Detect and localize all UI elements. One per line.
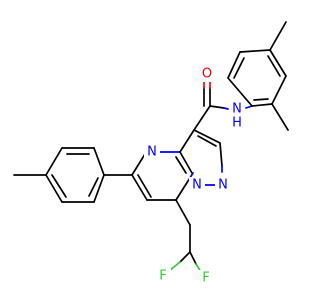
tolyl-ring	[13, 147, 133, 203]
amide-nitrogen-label: N	[232, 102, 242, 117]
amide-nitrogen-atom: N H	[229, 100, 245, 131]
fluorine-atom-2: F	[198, 270, 214, 286]
amide-hydrogen-label: H	[232, 116, 242, 131]
pyrazole-ring	[179, 129, 223, 186]
pyrazole-nitrogen-label: N	[218, 178, 228, 193]
fluorine-atom-1: F	[155, 268, 171, 284]
fluorine-label-1: F	[159, 269, 166, 284]
pyrazole-nitrogen-atom: N	[215, 177, 231, 193]
structure-drawing: O N H N N N F F	[13, 21, 289, 286]
oxygen-label: O	[202, 67, 212, 82]
dimethylphenyl-ring	[227, 21, 289, 131]
bridge-nitrogen-label: N	[192, 178, 202, 193]
molecule-diagram: O N H N N N F F	[13, 21, 289, 286]
difluoromethyl-group	[168, 199, 202, 273]
pyrimidine-nitrogen-atom: N	[144, 144, 160, 160]
pyrimidine-nitrogen-label: N	[147, 145, 157, 160]
oxygen-atom: O	[199, 66, 215, 82]
bridge-nitrogen-atom: N	[189, 177, 205, 193]
pyrimidine-ring	[131, 151, 194, 201]
fluorine-label-2: F	[202, 271, 209, 286]
amide-group	[193, 79, 229, 131]
atom-labels: O N H N N N F F	[144, 66, 245, 286]
